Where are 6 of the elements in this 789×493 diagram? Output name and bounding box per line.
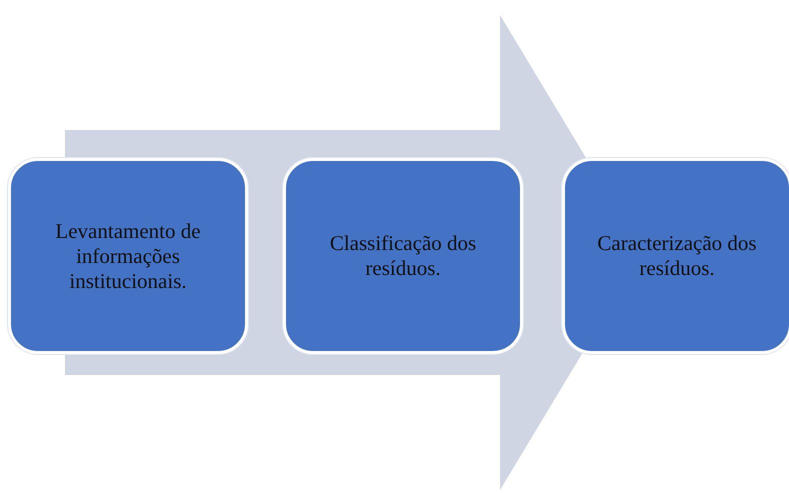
process-box [283,158,523,354]
step-text: Caracterização dos resíduos. [596,231,758,281]
step-text: Classificação dos resíduos. [328,231,478,281]
process-box [562,158,789,354]
process-box [8,158,248,354]
step-text: Levantamento de informações institucionais. [54,218,202,294]
